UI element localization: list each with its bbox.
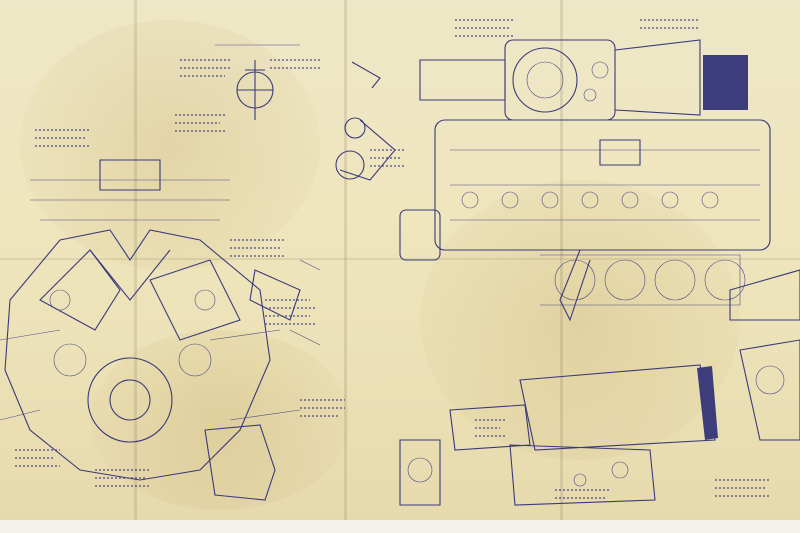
cylinder-bores	[540, 249, 746, 322]
annotation-callouts	[15, 19, 770, 499]
paper-stain	[20, 20, 320, 270]
fold-line	[0, 258, 800, 260]
cylinder-block	[399, 119, 771, 261]
oil-pump-detail	[204, 259, 321, 501]
gear-linkage	[335, 61, 396, 181]
fold-line	[344, 0, 347, 520]
blueprint-sheet	[0, 0, 800, 520]
fold-line	[134, 0, 137, 520]
paper-stain	[420, 180, 740, 460]
intake-assembly	[399, 364, 718, 506]
cap-detail	[215, 44, 300, 120]
top-housing	[419, 39, 748, 121]
wall-background	[0, 520, 800, 533]
right-edge-detail	[729, 269, 800, 441]
fold-line	[560, 0, 563, 520]
v-engine-section	[0, 159, 301, 481]
